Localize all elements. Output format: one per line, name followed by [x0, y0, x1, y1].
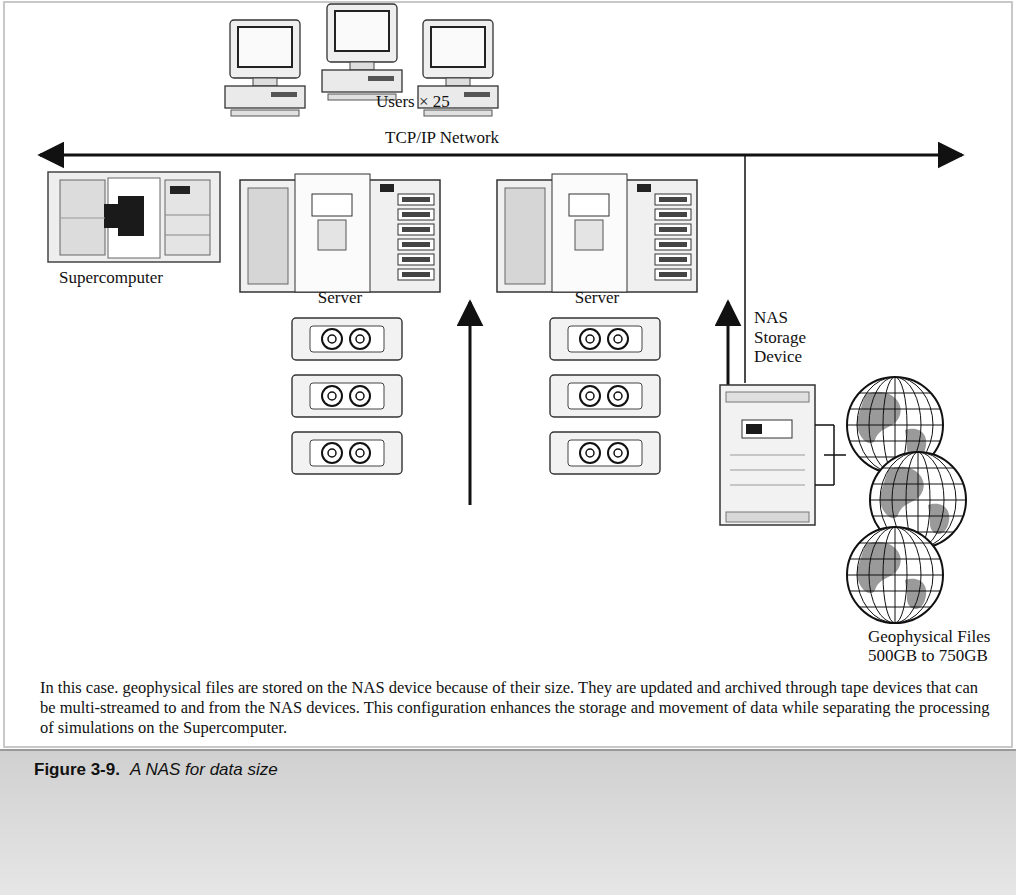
tape-arrow: [469, 302, 472, 505]
server-picture: [497, 174, 697, 292]
device-node: Supercomputer: [45, 172, 225, 288]
server-picture: [240, 174, 440, 292]
device-label: NAS Storage Device: [754, 308, 818, 367]
device-label: Server: [240, 288, 440, 308]
figure-caption: A NAS for data size: [130, 760, 278, 780]
user-group: Users × 25: [372, 92, 482, 118]
device-node: Geophysical Files500GB to 750GB: [846, 370, 1010, 666]
tape-device: [550, 432, 660, 474]
tape-device: [550, 318, 660, 360]
device-node: NAS Storage Device: [718, 308, 824, 528]
computer-picture: [225, 20, 305, 116]
tape-device: [292, 432, 402, 474]
user-computers: [225, 4, 498, 116]
globe-picture: [847, 377, 966, 623]
frame: [4, 2, 1012, 747]
caption-note: In this case. geophysical files are stor…: [40, 678, 990, 738]
nas-picture: [720, 385, 834, 525]
device-label: 500GB to 750GB: [868, 646, 1010, 666]
network-label: TCP/IP Network: [382, 128, 502, 148]
tape-device: [292, 375, 402, 417]
connector: [824, 454, 846, 456]
nas-drop: [744, 155, 746, 383]
tape-device: [550, 375, 660, 417]
figure-band: [0, 750, 1016, 895]
device-label: Users × 25: [376, 92, 478, 112]
computer-picture: [322, 4, 402, 100]
device-node: Server: [497, 174, 697, 308]
supercomputer-picture: [48, 172, 220, 262]
tape-device: [292, 318, 402, 360]
band-rule: [0, 749, 1016, 751]
device-node: Server: [240, 174, 440, 308]
device-label: Server: [497, 288, 697, 308]
device-label: Geophysical Files: [868, 627, 1010, 647]
figure-number: Figure 3-9.: [34, 760, 120, 780]
network-bus: [40, 154, 962, 157]
device-label: Supercomputer: [59, 268, 225, 288]
